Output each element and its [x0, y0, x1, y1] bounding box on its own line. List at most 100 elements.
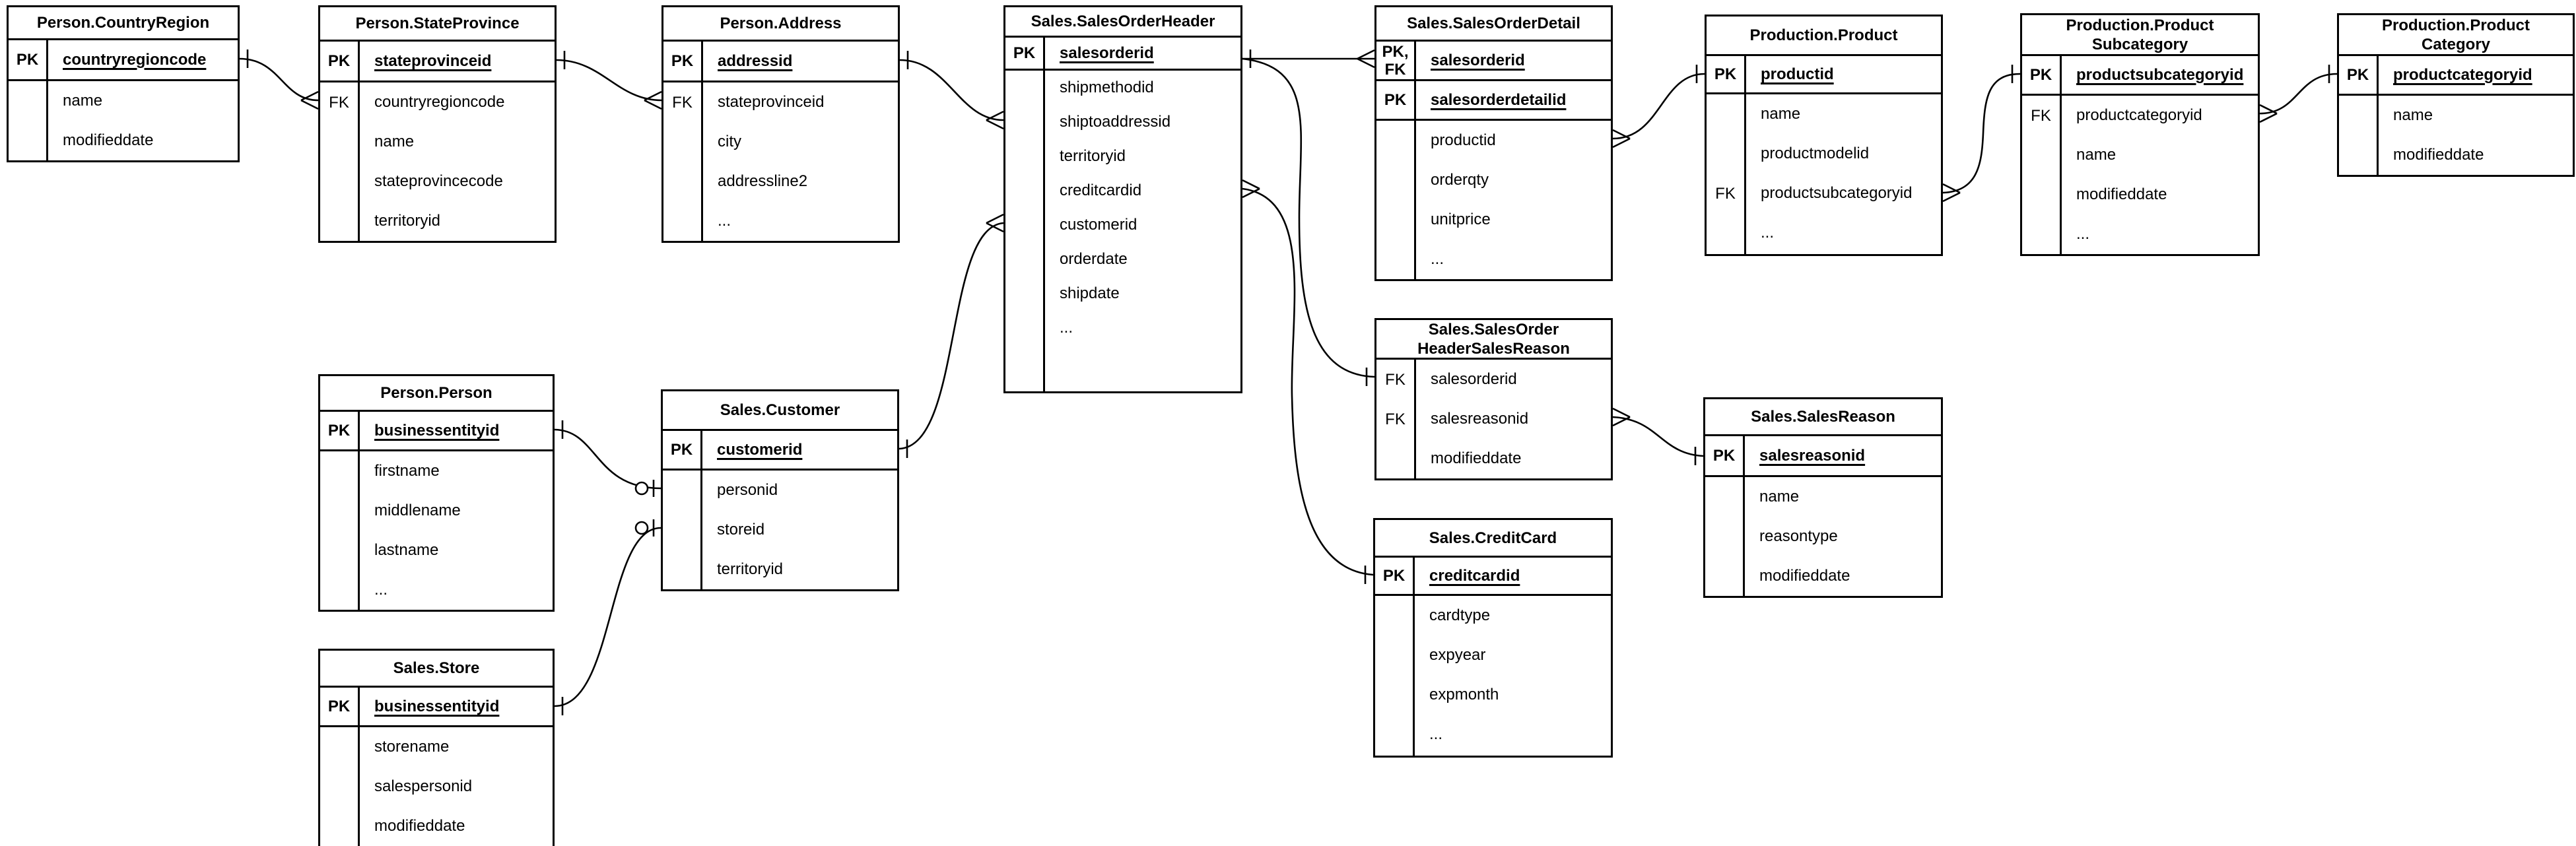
- relationship-line[interactable]: [239, 57, 319, 102]
- key-label: PK: [16, 51, 39, 69]
- attribute-name: shiptoaddressid: [1060, 113, 1171, 131]
- key-cell: [320, 201, 360, 241]
- entity-title-line: Sales.Store: [393, 659, 480, 677]
- entity-title-line: Person.CountryRegion: [36, 14, 210, 32]
- attribute-cell: countryregioncode: [360, 82, 555, 122]
- attribute-name: countryregioncode: [374, 93, 505, 111]
- attribute-name: stateprovinceid: [718, 93, 825, 111]
- attribute-cell: modifieddate: [48, 121, 238, 160]
- relationship-line[interactable]: [1242, 187, 1374, 576]
- entity-title-line: Person.Person: [380, 384, 492, 402]
- attribute-name: addressid: [718, 51, 793, 70]
- cardinality-zero-circle-icon: [634, 521, 649, 535]
- relationship-salesorderheader-salesorderdetail[interactable]: [1242, 49, 1375, 69]
- relationship-stateprovince-address[interactable]: [556, 51, 662, 110]
- relationship-salesorderheader-creditcard[interactable]: [1242, 179, 1374, 584]
- entity-title: Sales.CreditCard: [1375, 520, 1611, 558]
- relationship-address-salesorderheader[interactable]: [899, 51, 1004, 130]
- attribute-cell: [1045, 345, 1240, 391]
- relationship-line[interactable]: [898, 222, 1004, 450]
- relationship-person-customer[interactable]: [554, 420, 661, 497]
- entity-title-line: Production.Product: [1749, 26, 1898, 44]
- relationship-productsubcategory-productcategory[interactable]: [2259, 65, 2338, 123]
- key-cell: [2022, 135, 2062, 175]
- attribute-row: modifieddate: [320, 806, 553, 846]
- attribute-name: salesorderid: [1431, 51, 1525, 69]
- attribute-name: productcategoryid: [2076, 106, 2202, 124]
- key-label: PK: [671, 52, 694, 70]
- key-cell: FK: [1376, 399, 1416, 439]
- key-cell: [2022, 175, 2062, 214]
- key-label: PK: [327, 698, 351, 715]
- attribute-row: ...: [663, 201, 898, 241]
- key-label: PK: [2346, 66, 2369, 84]
- key-cell: PK: [1376, 81, 1416, 119]
- entity-title-line: Person.StateProvince: [355, 15, 520, 32]
- attribute-row: name: [1707, 94, 1941, 134]
- key-cell: [320, 451, 360, 491]
- attribute-name: unitprice: [1431, 211, 1491, 228]
- relationship-line[interactable]: [1942, 73, 2021, 194]
- relationship-line[interactable]: [899, 59, 1004, 121]
- relationship-product-productsubcategory[interactable]: [1942, 65, 2021, 203]
- attribute-name: territoryid: [717, 560, 784, 578]
- relationship-line[interactable]: [1612, 73, 1705, 140]
- attribute-row: FK salesreasonid: [1376, 399, 1611, 439]
- attribute-name: firstname: [374, 462, 440, 480]
- relationship-customer-salesorderheader[interactable]: [898, 213, 1004, 458]
- attribute-name: salespersonid: [374, 777, 473, 795]
- key-cell: [1705, 556, 1745, 596]
- key-cell: [663, 201, 703, 241]
- attribute-name: salesreasonid: [1431, 410, 1529, 428]
- key-label: FK: [1385, 370, 1406, 389]
- key-cell: [1705, 477, 1745, 517]
- attribute-name: name: [2076, 146, 2117, 164]
- relationship-salesorderheader-headersalesreason[interactable]: [1242, 57, 1375, 386]
- relationship-countryregion-stateprovince[interactable]: [239, 49, 319, 110]
- relationship-salesorderdetail-product[interactable]: [1612, 65, 1705, 148]
- attribute-name: expmonth: [1429, 686, 1499, 703]
- entity-title-line: Sales.SalesOrder: [1428, 320, 1559, 339]
- entity-title-line: Person.Address: [720, 15, 842, 32]
- key-label: FK: [672, 93, 693, 112]
- relationship-line[interactable]: [554, 527, 661, 707]
- key-label: PK: [2029, 66, 2052, 84]
- attribute-cell: storeid: [702, 510, 897, 550]
- key-cell: [9, 121, 48, 160]
- relationship-store-customer[interactable]: [554, 519, 661, 715]
- relationship-headersalesreason-salesreason[interactable]: [1612, 407, 1704, 465]
- entity-title-line: Sales.SalesOrderDetail: [1407, 15, 1580, 32]
- key-label: PK,: [1382, 42, 1409, 61]
- key-label: PK: [1384, 91, 1407, 109]
- attribute-name: productcategoryid: [2393, 65, 2532, 84]
- key-cell: FK: [2022, 96, 2062, 135]
- attribute-cell: stateprovincecode: [360, 162, 555, 201]
- empty-space: [1707, 253, 1941, 254]
- key-cell: [1375, 675, 1415, 715]
- key-cell: [1005, 311, 1045, 345]
- relationship-line[interactable]: [1242, 57, 1375, 378]
- attribute-name: customerid: [717, 440, 803, 459]
- entity-title: Production.Product: [1707, 16, 1941, 56]
- attribute-cell: addressline2: [703, 162, 898, 201]
- entity-title: Sales.Store: [320, 651, 553, 688]
- key-cell: [320, 570, 360, 610]
- key-cell: PK: [320, 412, 360, 449]
